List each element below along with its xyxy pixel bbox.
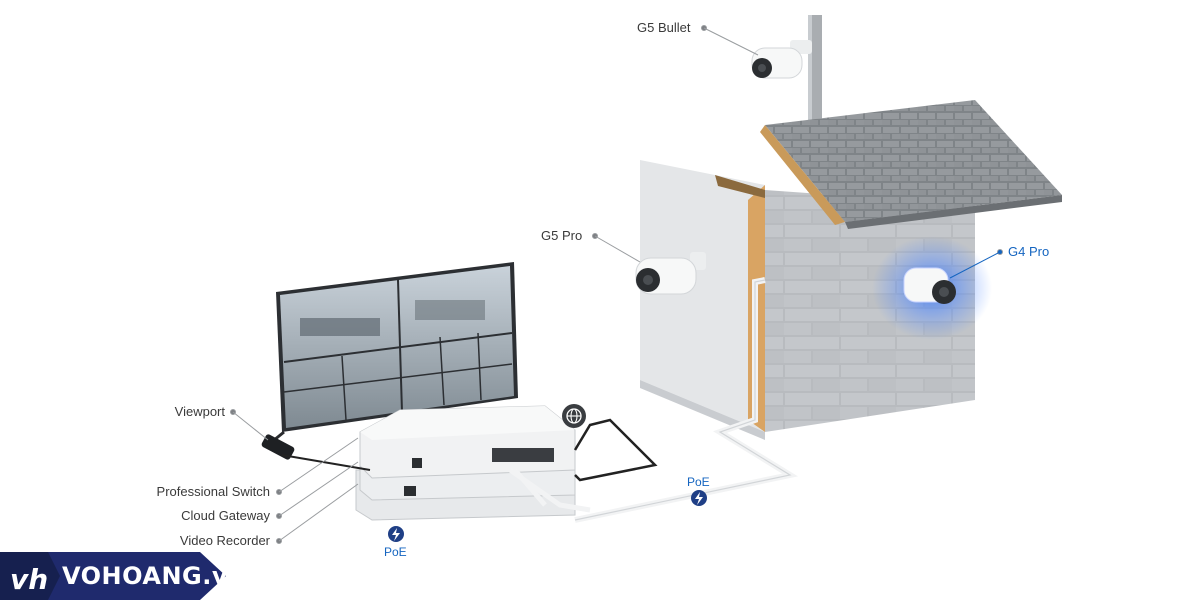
g5-pro-camera: [635, 252, 706, 295]
poe-bolt-icon-left: [388, 526, 404, 542]
viewport-device: [261, 434, 295, 460]
viewport-monitor: [276, 262, 518, 432]
globe-icon: [562, 404, 586, 428]
poe-bolt-icon-right: [691, 490, 707, 506]
label-professional-switch: Professional Switch: [156, 484, 270, 499]
brand-name: VOHOANG.vn: [62, 562, 246, 590]
g5-bullet-camera: [751, 40, 812, 79]
poe-label-right: PoE: [687, 475, 710, 489]
label-video-recorder: Video Recorder: [179, 533, 270, 548]
g4-pro-camera: [903, 267, 956, 304]
label-g5-pro: G5 Pro: [541, 228, 583, 243]
equipment-stack: [355, 405, 576, 521]
house-side-wall: [640, 160, 765, 432]
house-roof: [765, 100, 1062, 222]
label-g5-bullet: G5 Bullet: [637, 20, 691, 35]
poe-label-left: PoE: [384, 545, 407, 559]
brand-logo-mark: vh: [10, 563, 48, 596]
brand-banner: [0, 552, 226, 600]
label-g4-pro: G4 Pro: [1008, 244, 1050, 259]
label-viewport: Viewport: [174, 404, 225, 419]
label-cloud-gateway: Cloud Gateway: [181, 508, 270, 523]
label-leaders: [230, 25, 1003, 544]
